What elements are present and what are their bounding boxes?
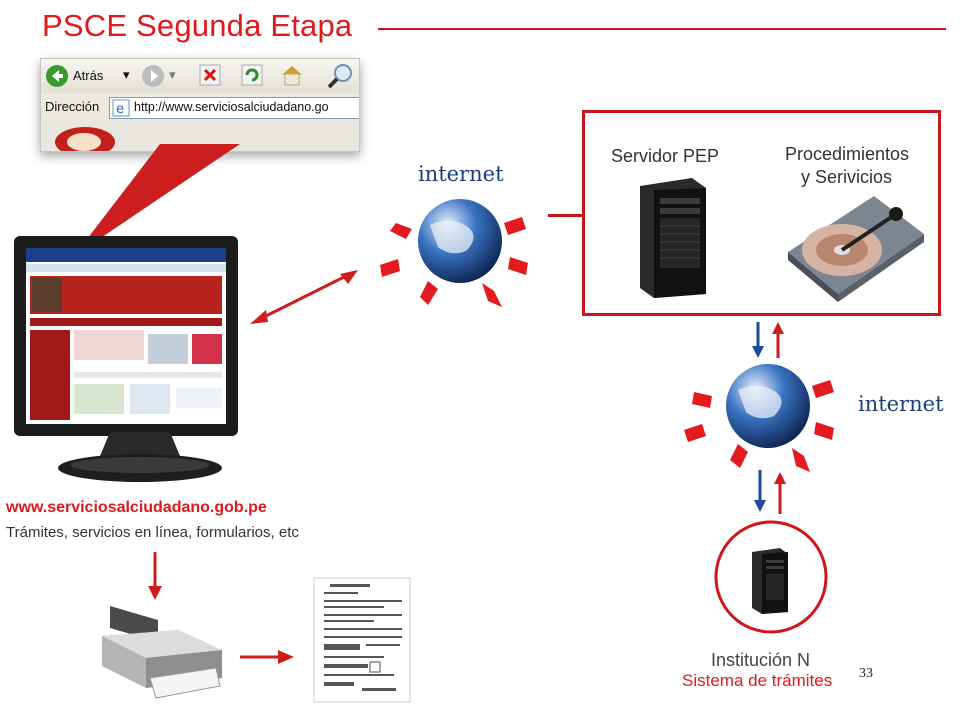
browser-toolbar: Atrás ▾ ▾ — [41, 59, 359, 94]
server-tower-icon — [640, 178, 706, 298]
browser-callout: Atrás ▾ ▾ Dirección e http://www.servici… — [40, 58, 360, 152]
right-arrow — [240, 650, 294, 664]
monitor-stand — [58, 432, 222, 482]
page-number: 33 — [859, 666, 873, 681]
dropdown-arrow-icon[interactable]: ▾ — [169, 67, 176, 82]
bidirectional-arrow — [250, 270, 358, 324]
back-label[interactable]: Atrás — [73, 68, 104, 83]
procedures-label-line1: Procedimientos — [785, 144, 910, 164]
svg-text:e: e — [116, 102, 124, 117]
internet-globe — [684, 364, 834, 472]
back-icon[interactable] — [45, 64, 69, 88]
refresh-icon[interactable] — [241, 64, 263, 86]
procedures-label-line2: y Serivicios — [801, 167, 893, 187]
hard-disk-icon — [788, 196, 924, 302]
title-underline — [378, 28, 946, 30]
up-down-arrows — [754, 470, 786, 514]
forward-icon[interactable] — [141, 64, 165, 88]
portal-url: www.serviciosalciudadano.gob.pe — [6, 499, 267, 516]
internet-label: internet — [418, 162, 504, 186]
server-box — [582, 110, 941, 316]
monitor-screen — [26, 248, 226, 424]
address-label: Dirección — [45, 99, 100, 114]
dropdown-arrow-icon[interactable]: ▾ — [123, 67, 130, 82]
callout-tail — [74, 144, 240, 256]
connector-line — [548, 214, 584, 217]
address-value[interactable]: http://www.serviciosalciudadano.go — [134, 100, 329, 114]
form-document — [313, 577, 411, 703]
search-icon[interactable] — [325, 62, 355, 90]
down-arrow — [148, 552, 162, 600]
internet-globe — [380, 199, 528, 307]
up-down-arrows — [752, 322, 784, 358]
page-seal — [67, 133, 101, 151]
printer-icon — [102, 606, 222, 699]
home-icon[interactable] — [279, 63, 305, 87]
institution-system: Sistema de trámites — [682, 671, 833, 690]
portal-caption: Trámites, servicios en línea, formulario… — [6, 524, 299, 541]
institution-name: Institución N — [711, 650, 811, 670]
slide-title: PSCE Segunda Etapa — [42, 8, 353, 43]
stop-icon[interactable] — [199, 64, 221, 86]
address-input[interactable]: e http://www.serviciosalciudadano.go — [109, 97, 359, 119]
ie-page-icon: e — [112, 99, 130, 117]
internet-label: internet — [858, 392, 944, 416]
server-pep-label: Servidor PEP — [611, 146, 720, 166]
institution-server — [714, 520, 828, 634]
